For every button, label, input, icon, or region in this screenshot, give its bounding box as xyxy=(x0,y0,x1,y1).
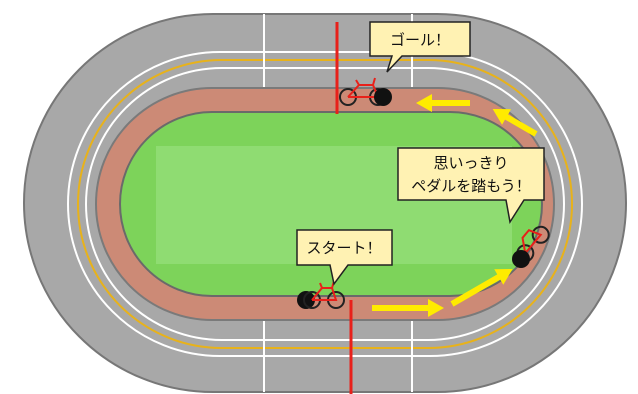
encourage-callout-line1: 思いっきり xyxy=(433,154,508,172)
rider-icon xyxy=(512,250,530,268)
encourage-callout: 思いっきり ペダルを踏もう！ xyxy=(397,147,545,225)
goal-callout-text: ゴール！ xyxy=(390,31,450,49)
start-callout-text: スタート！ xyxy=(306,239,381,257)
yellow-arrow-icon xyxy=(450,269,513,307)
start-bicycle xyxy=(297,280,345,309)
direction-arrows xyxy=(372,94,538,317)
start-callout: スタート！ xyxy=(296,229,393,286)
rider-icon xyxy=(374,88,392,106)
yellow-arrow-icon xyxy=(372,299,444,317)
encourage-callout-line2: ペダルを踏もう！ xyxy=(411,177,531,195)
yellow-lane-line xyxy=(77,59,573,349)
rider-icon xyxy=(297,291,315,309)
goal-callout: ゴール！ xyxy=(369,21,471,73)
inner-lane-line xyxy=(85,67,565,341)
yellow-arrow-icon xyxy=(492,109,538,137)
outer-lane-line xyxy=(67,51,583,357)
yellow-arrow-icon xyxy=(416,94,470,112)
bicycle-icon xyxy=(303,280,345,309)
goal-bicycle xyxy=(339,77,392,106)
